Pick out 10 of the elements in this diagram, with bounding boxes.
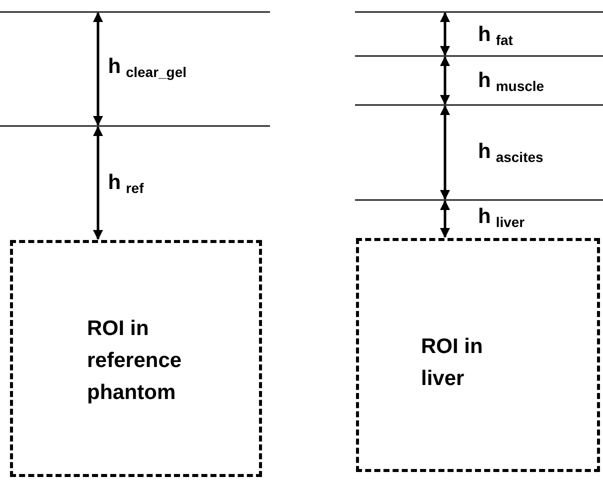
thickness-label: h$_{fat}$	[478, 22, 513, 50]
roi-box	[356, 238, 600, 472]
thickness-label: h$_{ref}$	[108, 170, 144, 198]
thickness-label: h$_{clear_gel}$	[108, 54, 187, 82]
thickness-label: h$_{muscle}$	[478, 68, 544, 96]
roi-box	[10, 240, 262, 477]
thickness-label: h$_{liver}$	[478, 204, 525, 232]
roi-label: ROI in liver	[421, 334, 484, 392]
thickness-label: h$_{ascites}$	[478, 139, 544, 166]
roi-label: ROI in reference phantom	[87, 316, 183, 406]
